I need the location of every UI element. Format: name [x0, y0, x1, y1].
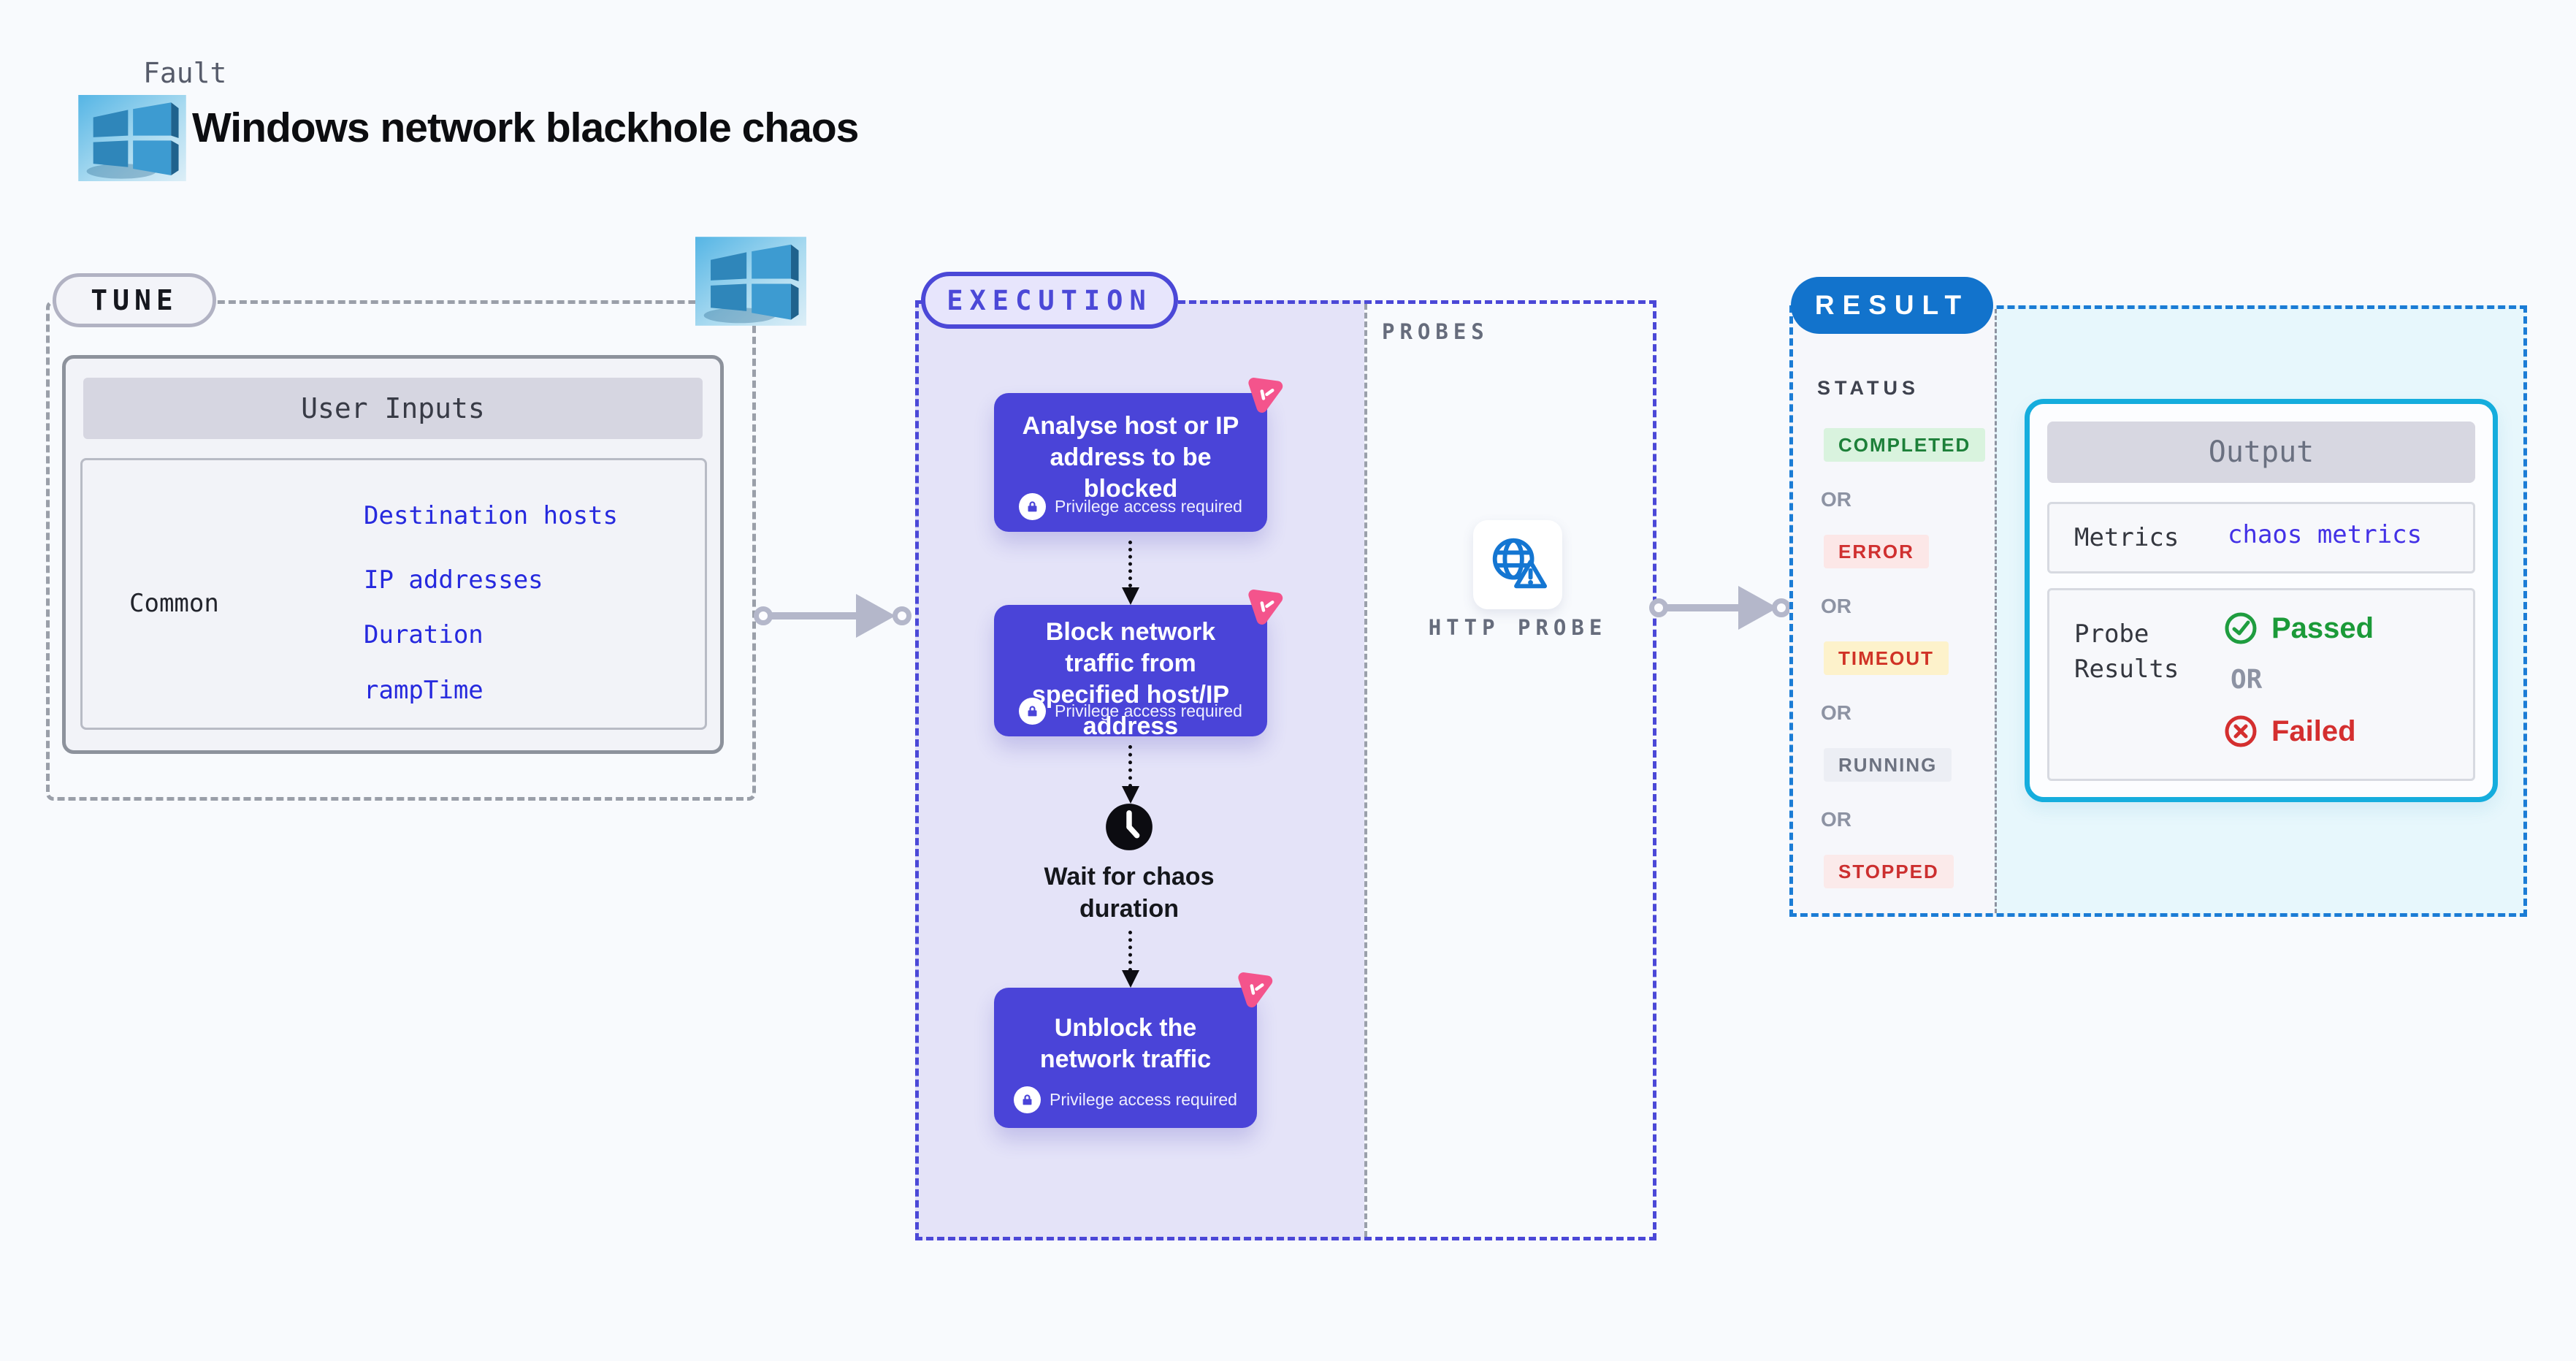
flow-arrowhead [1122, 970, 1139, 988]
input-link-ramptime[interactable]: rampTime [364, 676, 484, 705]
execution-region [915, 300, 1656, 1240]
input-link-ip-addresses[interactable]: IP addresses [364, 565, 543, 595]
result-region [1789, 305, 2527, 917]
http-probe-label: HTTP PROBE [1428, 615, 1608, 640]
passed-label: Passed [2271, 611, 2374, 644]
flow-arrow [1128, 541, 1132, 587]
chaos-metrics-link[interactable]: chaos metrics [2228, 520, 2423, 549]
page-title: Windows network blackhole chaos [192, 104, 859, 151]
result-divider [1995, 309, 1997, 913]
status-column-bg [1789, 305, 1995, 917]
status-title: STATUS [1817, 377, 1919, 399]
status-badge-error: ERROR [1824, 535, 1929, 568]
or-label: OR [1821, 701, 1851, 724]
privilege-note: Privilege access required [1050, 1090, 1237, 1109]
or-label: OR [2231, 665, 2263, 695]
failed-result: Failed [2223, 714, 2374, 749]
litmus-chaos-icon [1242, 374, 1285, 416]
tune-region [46, 300, 756, 801]
probes-to-result-connector [1649, 576, 1792, 639]
windows-logo-icon [77, 95, 187, 181]
wait-label: Wait for chaos duration [1044, 863, 1215, 923]
input-link-destination-hosts[interactable]: Destination hosts [364, 501, 618, 530]
or-label: OR [1821, 488, 1851, 511]
step-block-traffic: Block network traffic from specified hos… [994, 590, 1283, 740]
failed-label: Failed [2271, 714, 2356, 747]
execution-probes-divider [1364, 304, 1367, 1237]
privilege-note: Privilege access required [1055, 701, 1242, 720]
user-inputs-title: User Inputs [83, 378, 703, 439]
user-inputs-card: User Inputs Common Destination hosts IP … [62, 355, 724, 754]
probe-results-label: Probe Results [2074, 619, 2179, 684]
clock-icon [1104, 802, 1154, 852]
or-label: OR [1821, 808, 1851, 831]
status-badge-stopped: STOPPED [1824, 855, 1954, 888]
flow-arrow [1128, 745, 1132, 788]
lock-icon [1014, 1086, 1042, 1113]
tune-pill: TUNE [53, 273, 216, 327]
user-inputs-row-label: Common [129, 589, 219, 618]
litmus-chaos-icon [1232, 969, 1274, 1011]
globe-warning-icon [1492, 538, 1548, 589]
flow-arrow [1128, 931, 1132, 972]
output-title: Output [2047, 422, 2475, 483]
fault-kicker: Fault [143, 57, 227, 89]
output-panel: Output Metrics chaos metrics Probe Resul… [2025, 399, 2498, 802]
tune-to-execution-connector [754, 584, 911, 647]
execution-pill: EXECUTION [921, 272, 1178, 329]
or-label: OR [1821, 595, 1851, 617]
status-badge-completed: COMPLETED [1824, 428, 1986, 462]
flow-arrowhead [1122, 786, 1139, 804]
status-badge-timeout: TIMEOUT [1824, 641, 1949, 675]
flow-arrowhead [1122, 587, 1139, 605]
status-badge-running: RUNNING [1824, 748, 1952, 782]
step-analyse-host: Analyse host or IP address to be blocked… [994, 378, 1283, 532]
litmus-chaos-icon [1242, 586, 1285, 628]
passed-result: Passed [2223, 611, 2374, 646]
user-inputs-body: Common Destination hosts IP addresses Du… [80, 458, 707, 730]
result-pill: RESULT [1791, 277, 1993, 334]
probe-results-row: Probe Results Passed OR Failed [2047, 588, 2475, 781]
step-unblock-traffic: Unblock the network traffic Privilege ac… [994, 972, 1273, 1128]
step-title: Block network traffic from specified hos… [1031, 618, 1230, 740]
privilege-note: Privilege access required [1055, 497, 1242, 516]
probes-zone-label: PROBES [1382, 319, 1489, 344]
lock-icon [1019, 493, 1047, 520]
x-circle-icon [2225, 715, 2257, 747]
windows-logo-icon [695, 235, 806, 327]
step-title: Unblock the network traffic [1039, 1014, 1212, 1073]
step-title: Analyse host or IP address to be blocked [1022, 412, 1239, 503]
metrics-label: Metrics [2074, 523, 2179, 552]
metrics-row: Metrics chaos metrics [2047, 502, 2475, 573]
http-probe-card [1473, 520, 1562, 609]
lock-icon [1019, 698, 1047, 725]
check-circle-icon [2225, 612, 2257, 644]
input-link-duration[interactable]: Duration [364, 620, 484, 649]
